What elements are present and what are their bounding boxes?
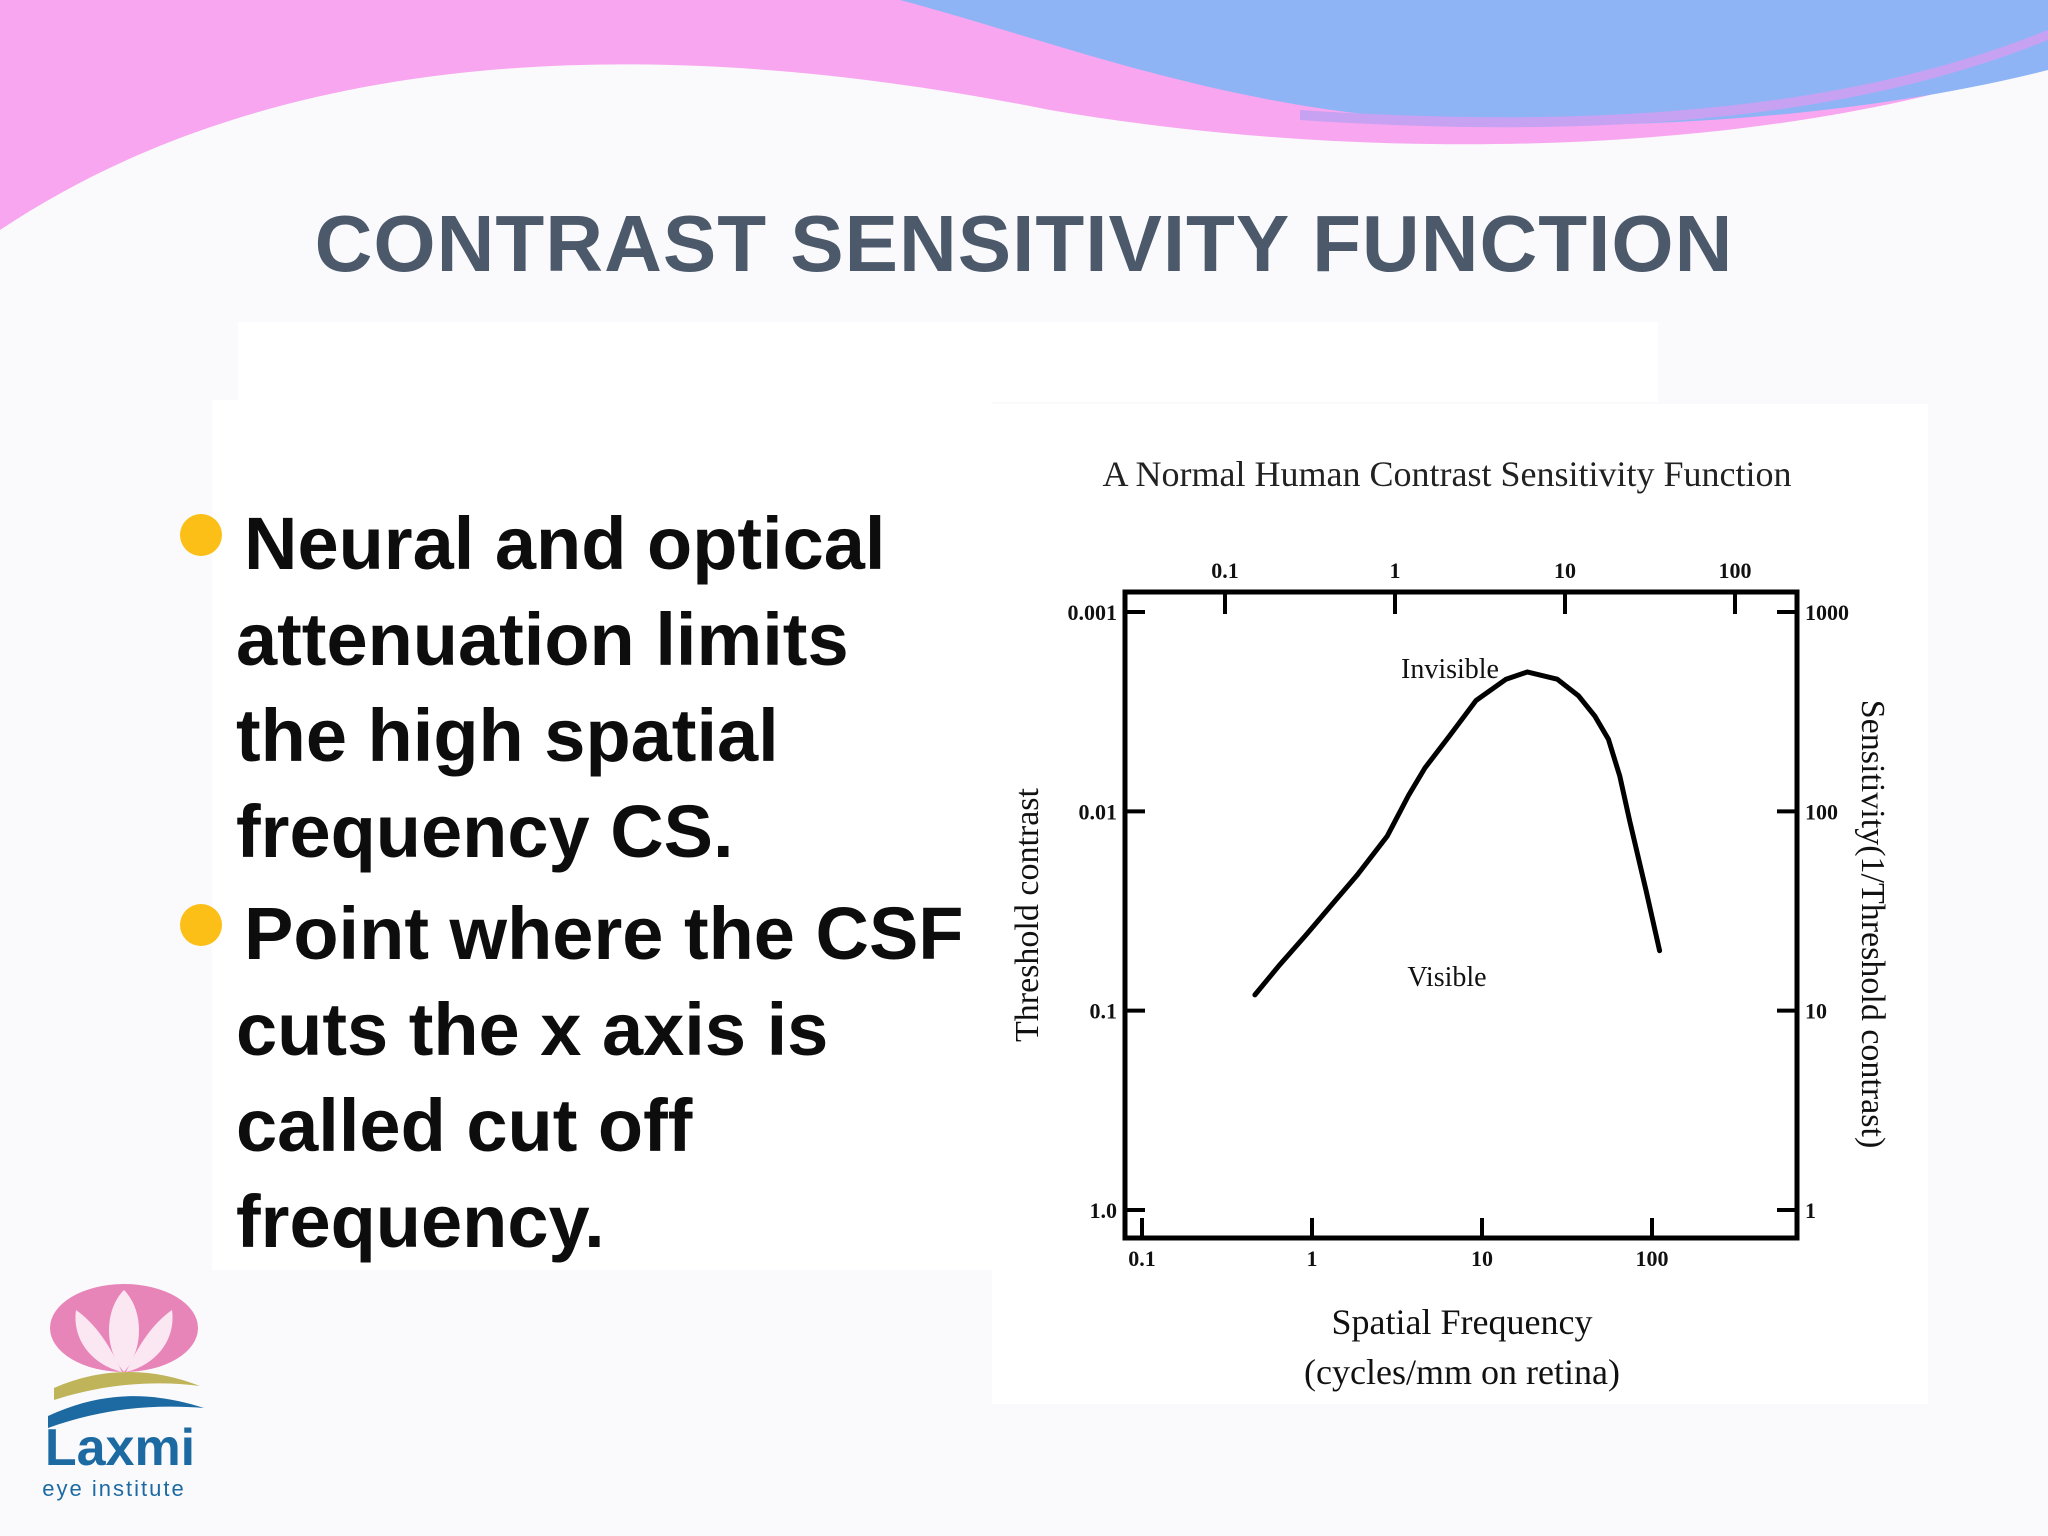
bullet-item: Neural and optical attenuation limits th… <box>178 496 978 880</box>
x-axis-label: Spatial Frequency <box>1332 1302 1593 1342</box>
x-tick-label-bottom: 0.1 <box>1128 1246 1156 1271</box>
bullet-dot-icon <box>180 514 222 556</box>
logo-subtitle: eye institute <box>42 1476 186 1501</box>
bullet-text: Neural and optical attenuation limits th… <box>236 502 886 873</box>
csf-curve <box>1252 669 1663 998</box>
y-tick-label-left: 0.001 <box>1068 600 1118 625</box>
x-tick-label-bottom: 100 <box>1636 1246 1669 1271</box>
annotation-invisible: Invisible <box>1401 654 1499 685</box>
content-panel-left <box>212 400 992 1270</box>
y-tick-label-left: 0.01 <box>1079 799 1118 824</box>
y-axis-label-left: Threshold contrast <box>1009 787 1046 1042</box>
plot-frame <box>1122 589 1800 1241</box>
y-tick-label-right: 1000 <box>1805 600 1849 625</box>
chart-title: A Normal Human Contrast Sensitivity Func… <box>1103 454 1792 494</box>
x-tick-label-top: 0.1 <box>1211 558 1239 583</box>
x-tick-label-top: 10 <box>1554 558 1576 583</box>
annotation-visible: Visible <box>1407 962 1486 993</box>
logo-name: Laxmi <box>44 1419 196 1477</box>
y-tick-label-left: 0.1 <box>1090 999 1118 1024</box>
slide-title: CONTRAST SENSITIVITY FUNCTION <box>314 199 1734 288</box>
bullet-text: Point where the CSF cuts the x axis is c… <box>236 892 964 1263</box>
csf-chart: A Normal Human Contrast Sensitivity Func… <box>1009 454 1891 1392</box>
bullet-list: Neural and optical attenuation limits th… <box>178 496 978 1276</box>
laxmi-logo-icon <box>48 1284 204 1428</box>
x-tick-label-top: 100 <box>1719 558 1752 583</box>
x-tick-label-bottom: 10 <box>1471 1246 1493 1271</box>
y-tick-label-right: 10 <box>1805 999 1827 1024</box>
bullet-item: Point where the CSF cuts the x axis is c… <box>178 886 978 1270</box>
y-tick-label-right: 1 <box>1805 1198 1816 1223</box>
axis-ticks: 0.1 1 10 100 0.1 1 10 100 0.001 1000 0.01 100 0.1 10 1… <box>1068 558 1850 1271</box>
y-tick-label-left: 1.0 <box>1090 1198 1118 1223</box>
header-banner <box>0 0 2048 230</box>
x-tick-label-top: 1 <box>1390 558 1401 583</box>
bullet-dot-icon <box>180 904 222 946</box>
x-tick-label-bottom: 1 <box>1307 1246 1318 1271</box>
y-tick-label-right: 100 <box>1805 799 1838 824</box>
x-axis-label-unit: (cycles/mm on retina) <box>1304 1352 1620 1392</box>
y-axis-label-right: Sensitivity(1/Threshold contrast) <box>1854 700 1891 1149</box>
content-panel-top <box>238 322 1658 402</box>
